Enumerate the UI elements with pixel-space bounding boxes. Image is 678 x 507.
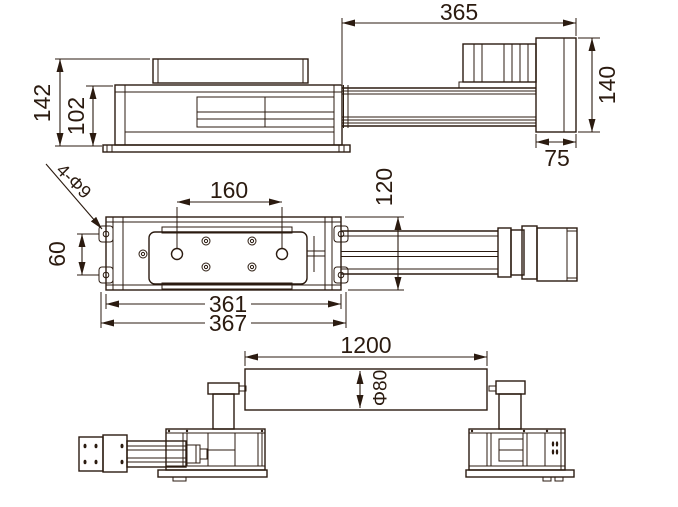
dim-body-length-label: 361 (209, 291, 247, 317)
base-plate-end (465, 469, 575, 478)
dim-body-height: 102 (63, 85, 113, 146)
dim-end-height: 140 (578, 37, 620, 133)
dim-end-height-label: 140 (594, 66, 620, 104)
dim-body-length: 361 (105, 291, 342, 317)
carriage-hole (170, 247, 184, 261)
stage-body-plan (105, 216, 342, 291)
carriage-plate-plan (148, 231, 308, 285)
dim-overall-height-label: 142 (29, 84, 55, 122)
dim-roller-diameter-label: Φ80 (371, 370, 392, 406)
carriage-hole (275, 247, 289, 261)
dim-overall-length-label: 367 (209, 310, 247, 336)
dim-roller-length-label: 1200 (340, 332, 391, 358)
dim-roller-diameter: Φ80 (356, 370, 392, 408)
dim-end-width-label: 75 (544, 145, 570, 171)
carriage-plate-side (152, 58, 309, 84)
dim-hole-spacing-label: 160 (210, 177, 248, 203)
dim-hole-pitch-label: 60 (44, 241, 70, 267)
motor-plan (536, 227, 578, 282)
dim-hole-spacing: 160 (176, 177, 283, 248)
end-block-side (535, 37, 577, 133)
dim-drive-length: 365 (341, 0, 577, 84)
dim-end-width: 75 (535, 134, 577, 171)
plan-view: 4-Φ9 160 60 120 361 (44, 160, 578, 336)
drive-extension-side-view: 365 140 75 (341, 0, 620, 171)
support-post (212, 393, 235, 430)
motor-end-view (78, 436, 104, 472)
side-view: 142 102 (29, 58, 351, 153)
dim-body-width: 120 (345, 168, 404, 291)
base-plate-end (157, 469, 268, 478)
motor-tube (126, 440, 187, 468)
dim-drive-length-label: 365 (440, 0, 478, 25)
dim-roller-length: 1200 (244, 332, 488, 366)
dim-overall-length: 367 (100, 292, 347, 336)
carriage-screws (138, 236, 257, 272)
base-plate-side (102, 144, 351, 153)
callout-corner-holes: 4-Φ9 (45, 160, 103, 230)
stage-body-side (114, 84, 343, 146)
dim-body-width-label: 120 (371, 168, 397, 206)
dim-hole-pitch: 60 (44, 233, 99, 276)
dim-overall-height: 142 (29, 58, 150, 147)
application-view: 1200 Φ80 (78, 332, 575, 482)
roller (244, 368, 488, 411)
support-post (498, 393, 522, 430)
dim-body-height-label: 102 (63, 97, 89, 135)
